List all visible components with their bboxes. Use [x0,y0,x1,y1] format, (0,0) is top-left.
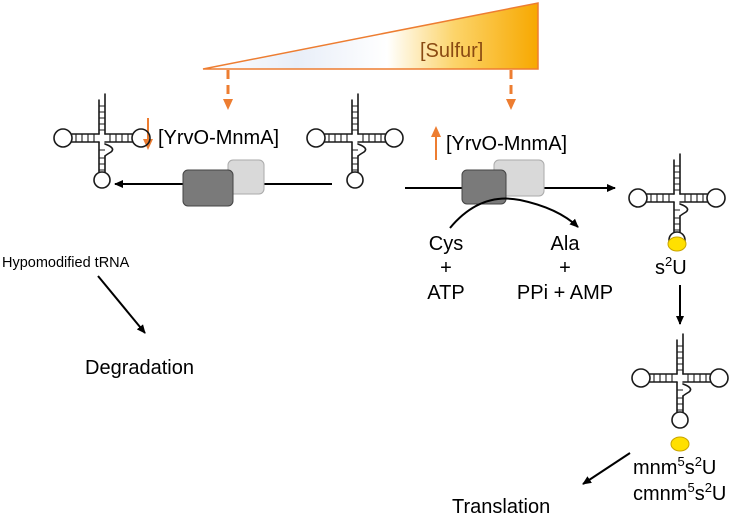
hypomodified-trna-icon [53,93,151,189]
mnm-modification-dot [670,436,690,452]
to-translation-arrow [582,452,631,485]
right-enzyme-label: [YrvO-MnmA] [446,133,567,155]
degradation-label: Degradation [85,357,194,379]
ppi-amp-label: PPi + AMP [517,282,613,304]
trna-cloverleaf-icon [306,93,404,189]
reaction-curve-arrow [449,197,579,229]
sulfur-gradient-wedge [202,2,539,70]
enzyme-complex-icon [461,159,545,205]
ala-label: Ala [551,233,581,255]
enzyme-complex-icon [182,159,265,207]
s2u-label: s2U [655,254,687,279]
left-enzyme-label: [YrvO-MnmA] [158,127,279,149]
plus-sign-right: + [559,257,571,279]
atp-label: ATP [427,282,464,304]
mnm-trna-icon [631,333,729,429]
sulfur-label: [Sulfur] [420,40,483,62]
cys-label: Cys [429,233,463,255]
right-panel: [YrvO-MnmA] Cys + ATP Ala + PPi + AMP s2… [405,126,729,518]
mnm5s2u-label: mnm5s2U [633,454,716,479]
sulfur-gradient: [Sulfur] [202,2,539,70]
left-panel: [YrvO-MnmA] Hypomodified tRNA Degradatio… [2,93,404,379]
to-degradation-arrow [97,275,146,334]
s2u-modification-dot [667,236,687,252]
plus-sign-left: + [440,257,452,279]
s2u-trna-icon [628,153,726,249]
translation-label: Translation [452,496,550,518]
cmnm5s2u-label: cmnm5s2U [633,480,726,505]
hypomodified-trna-caption: Hypomodified tRNA [2,255,130,271]
